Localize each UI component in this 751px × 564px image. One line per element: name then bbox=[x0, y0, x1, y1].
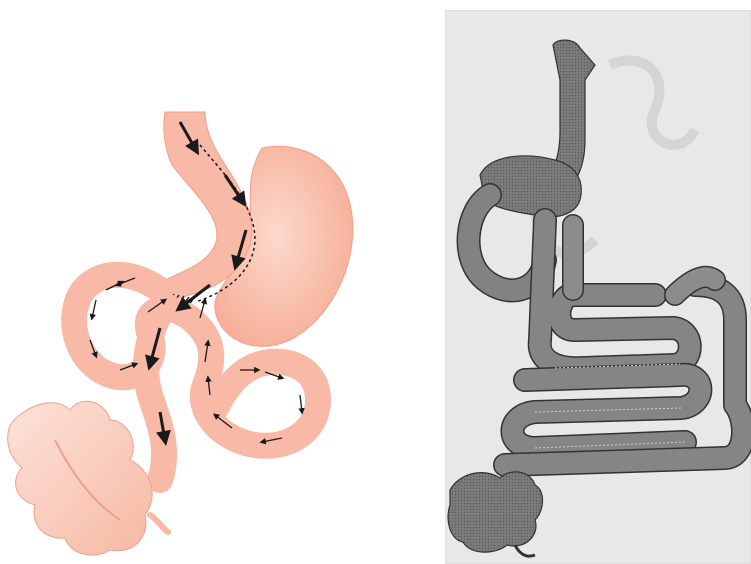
appendix bbox=[150, 515, 168, 532]
left-panel-illustration bbox=[0, 0, 420, 564]
flow-arrow bbox=[300, 395, 302, 412]
cecum bbox=[448, 472, 542, 552]
flow-arrow bbox=[92, 300, 96, 318]
right-diagram-svg bbox=[445, 10, 751, 564]
right-panel-illustration bbox=[445, 10, 751, 564]
colon bbox=[8, 401, 152, 555]
left-diagram-svg bbox=[0, 0, 420, 564]
common-channel bbox=[146, 305, 165, 480]
